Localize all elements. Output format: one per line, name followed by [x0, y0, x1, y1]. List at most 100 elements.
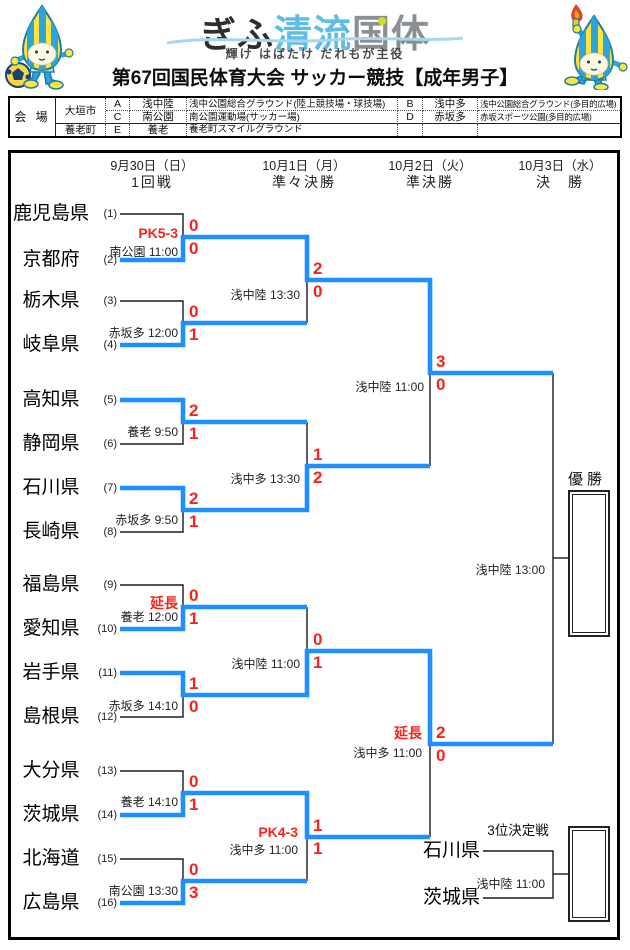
logo-seiryu: 清流 — [273, 14, 352, 56]
sf1-score-top: 3 — [436, 352, 446, 371]
match3-score-bottom: 1 — [189, 424, 199, 443]
qf3-venue: 浅中陸 11:00 — [231, 657, 300, 671]
third-place-box — [568, 826, 610, 922]
venue-name-akasaka: 赤坂スポーツ公園(多目的広場) — [478, 111, 620, 124]
seed-10: (10) — [97, 623, 117, 635]
venue-city-yoro: 養老町 — [56, 124, 106, 136]
match7-venue: 養老 14:10 — [120, 795, 178, 809]
seed-6: (6) — [103, 438, 117, 450]
team-kagoshima: 鹿児島県 — [12, 203, 89, 224]
venue-abbr-akasakata: 赤坂多 — [423, 111, 478, 124]
logo-accent-dot — [378, 17, 386, 25]
match5-score-bottom: 1 — [189, 609, 199, 628]
winner-path-aichi — [120, 604, 307, 632]
team-aichi: 愛知県 — [22, 618, 80, 639]
line-fukushima — [120, 584, 184, 607]
venue-name-minamikoen: 南公園運動場(サッカー場) — [187, 111, 398, 124]
match7-score-top: 0 — [189, 772, 199, 791]
team-ibaraki: 茨城県 — [22, 804, 80, 825]
match8-venue: 南公園 13:30 — [108, 884, 178, 898]
team-fukushima: 福島県 — [22, 574, 80, 595]
match6-venue: 赤坂多 14:10 — [108, 699, 178, 713]
venue-abbr-minamikoen: 南公園 — [130, 111, 187, 124]
match4-score-bottom: 1 — [189, 512, 199, 531]
match2-venue: 赤坂多 12:00 — [108, 326, 178, 340]
seed-9: (9) — [103, 579, 117, 591]
team-hiroshima: 広島県 — [22, 892, 80, 913]
line-oita — [120, 770, 184, 793]
sf1-score-bottom: 0 — [436, 375, 446, 394]
final-venue: 浅中陸 13:00 — [475, 563, 545, 577]
bracket-frame — [8, 150, 620, 940]
winner-path-hiroshima — [120, 878, 307, 906]
match5-score-top: 0 — [189, 586, 199, 605]
sf2-score-bottom: 0 — [436, 746, 446, 765]
team-iwate: 岩手県 — [22, 662, 80, 683]
line-tochigi — [120, 300, 184, 323]
winner-path-gifu — [120, 320, 307, 348]
event-tagline: 輝け はばたけ だれもが主役 — [225, 47, 405, 61]
match4-score-top: 2 — [189, 489, 199, 508]
match5-venue: 養老 12:00 — [120, 610, 178, 624]
qf4-note: PK4-3 — [258, 824, 298, 840]
third-place-team-ishikawa: 石川県 — [422, 840, 480, 861]
match4-venue: 赤坂多 9:50 — [115, 513, 178, 527]
team-oita: 大分県 — [22, 760, 80, 781]
match1-score-top: 0 — [189, 216, 199, 235]
round3-date: 10月2日（火） — [388, 159, 472, 173]
qf3-score-top: 0 — [313, 630, 323, 649]
winner-path-ibaraki — [120, 790, 430, 840]
venue-table-label: 会 場 — [10, 98, 56, 136]
line-shimane — [120, 695, 184, 718]
champion-box — [568, 490, 610, 637]
round1-name: 1回戦 — [131, 174, 173, 190]
seed-11: (11) — [98, 667, 117, 679]
match6-score-bottom: 0 — [189, 697, 199, 716]
qf1-score-top: 2 — [313, 259, 323, 278]
winner-path-kochi — [120, 397, 307, 425]
winner-path-kyoto — [120, 234, 553, 376]
round3-name: 準決勝 — [406, 174, 454, 190]
match7-score-bottom: 1 — [189, 795, 199, 814]
round1-date: 9月30日（日） — [110, 159, 194, 173]
mascot-left-soccer — [5, 4, 74, 90]
third-place-venue: 浅中陸 11:00 — [476, 877, 545, 891]
team-ishikawa: 石川県 — [22, 477, 80, 498]
event-logo: ぎふ清流国体 — [150, 3, 480, 58]
line-kagoshima — [120, 213, 184, 237]
seed-5: (5) — [103, 394, 117, 406]
team-tochigi: 栃木県 — [22, 290, 80, 311]
sf1-venue: 浅中陸 11:00 — [355, 380, 424, 394]
logo-kokutai: 国体 — [352, 14, 431, 56]
team-gifu: 岐阜県 — [22, 334, 80, 355]
team-nagasaki: 長崎県 — [22, 521, 80, 542]
team-kyoto: 京都府 — [22, 249, 80, 270]
logo-gifu: ぎふ — [199, 14, 274, 55]
seed-2: (2) — [103, 254, 117, 266]
venue-code-e: E — [106, 124, 130, 136]
third-place-team-ibaraki: 茨城県 — [422, 887, 480, 908]
match8-score-bottom: 3 — [189, 883, 199, 902]
qf4-venue: 浅中多 11:00 — [229, 843, 298, 857]
match1-note: PK5-3 — [138, 225, 178, 241]
loser-lines — [120, 213, 568, 899]
line-hokkaido — [120, 858, 184, 881]
seed-7: (7) — [103, 482, 117, 494]
match8-score-top: 0 — [189, 860, 199, 879]
team-hokkaido: 北海道 — [22, 848, 80, 869]
round4-date: 10月3日（水） — [518, 159, 602, 173]
qf2-venue: 浅中多 13:30 — [230, 472, 300, 486]
team-kochi: 高知県 — [22, 389, 80, 410]
mascot-right-torch — [564, 4, 628, 90]
page-title: 第67回国民体育大会 サッカー競技【成年男子】 — [111, 68, 519, 89]
venue-code-b: B — [398, 98, 423, 111]
qf3-score-bottom: 1 — [313, 653, 323, 672]
seed-16: (16) — [97, 897, 117, 909]
sf2-venue: 浅中多 11:00 — [353, 746, 422, 760]
round2-name: 準々決勝 — [272, 174, 336, 190]
winner-lines — [120, 234, 553, 906]
match3-score-top: 2 — [189, 401, 199, 420]
venue-name-asanaka-riku: 浅中公園総合グラウンド(陸上競技場・球技場) — [187, 98, 398, 111]
qf1-score-bottom: 0 — [313, 282, 323, 301]
